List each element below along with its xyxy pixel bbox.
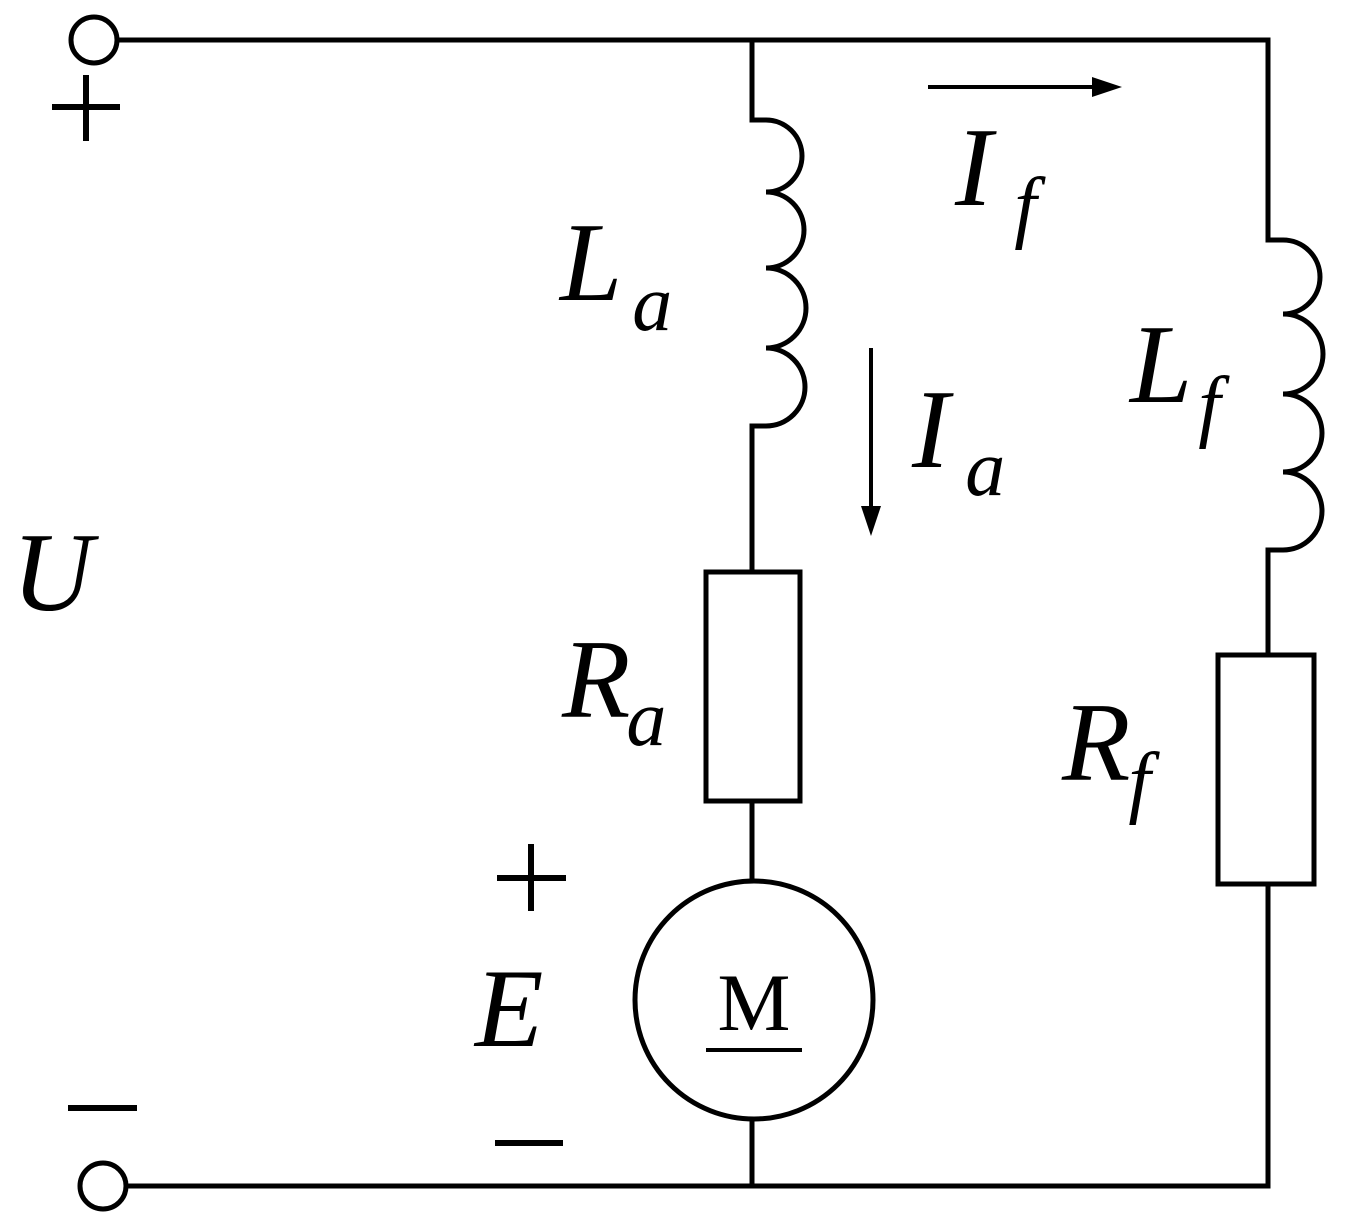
armature-resistance-subscript: a (626, 675, 666, 763)
armature-inductance-symbol: L (558, 201, 622, 325)
field-current-symbol: I (954, 106, 997, 230)
field-inductor (1268, 237, 1326, 553)
armature-inductance-label: L a (558, 201, 672, 348)
field-current-label: I f (954, 106, 1046, 251)
back-emf-label: E (473, 947, 543, 1071)
positive-terminal (68, 14, 120, 66)
emf-plus-sign (497, 844, 566, 911)
field-inductance-symbol: L (1128, 303, 1192, 427)
armature-resistance-label: R a (561, 618, 666, 763)
negative-terminal (77, 1160, 129, 1212)
armature-current-arrow (861, 348, 881, 536)
field-current-subscript: f (1014, 163, 1046, 251)
armature-resistor (703, 569, 803, 804)
field-resistor (1215, 652, 1317, 887)
armature-resistance-symbol: R (561, 618, 630, 742)
field-resistance-label: R f (1061, 681, 1160, 826)
field-resistance-symbol: R (1061, 681, 1130, 805)
field-inductance-subscript: f (1198, 362, 1230, 450)
armature-current-subscript: a (965, 425, 1005, 513)
armature-current-label: I a (911, 368, 1005, 513)
terminal-plus-sign (52, 75, 120, 141)
field-resistance-subscript: f (1128, 738, 1160, 826)
armature-inductor (752, 117, 809, 429)
motor-letter: M (718, 957, 791, 1048)
supply-voltage-label: U (12, 511, 99, 635)
field-current-arrow (928, 77, 1122, 97)
armature-current-symbol: I (911, 368, 954, 492)
field-inductance-label: L f (1128, 303, 1230, 450)
armature-inductance-subscript: a (632, 260, 672, 348)
